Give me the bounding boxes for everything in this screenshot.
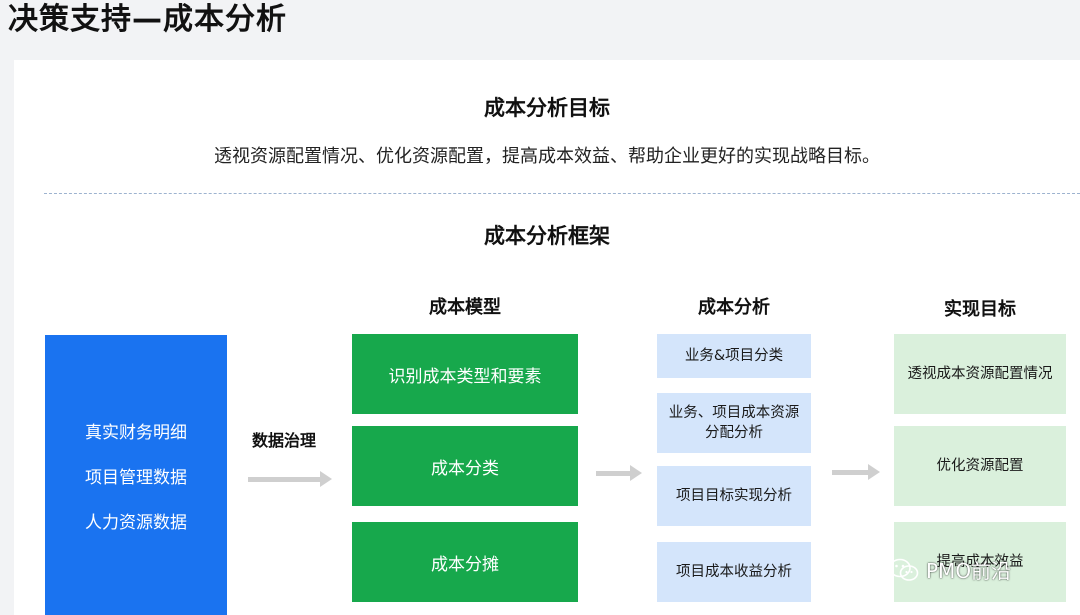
data-sources-box: 真实财务明细 项目管理数据 人力资源数据 [45, 335, 227, 615]
data-source-item: 项目管理数据 [85, 467, 187, 488]
watermark-text: PMO前沿 [926, 559, 1012, 583]
target-item: 透视成本资源配置情况 [894, 334, 1066, 414]
analysis-heading: 成本分析 [698, 297, 770, 318]
content-card: 成本分析目标 透视资源配置情况、优化资源配置，提高成本效益、帮助企业更好的实现战… [14, 60, 1080, 615]
watermark: PMO前沿 [888, 555, 1011, 584]
target-heading: 实现目标 [944, 299, 1016, 320]
goal-title: 成本分析目标 [484, 96, 610, 120]
goal-description: 透视资源配置情况、优化资源配置，提高成本效益、帮助企业更好的实现战略目标。 [214, 146, 880, 167]
target-item: 提高成本效益 [894, 522, 1066, 602]
analysis-item: 业务、项目成本资源分配分析 [657, 393, 811, 453]
data-source-item: 人力资源数据 [85, 512, 187, 533]
data-source-item: 真实财务明细 [85, 422, 187, 443]
governance-label: 数据治理 [252, 431, 317, 450]
page-title: 决策支持—成本分析 [8, 2, 287, 37]
analysis-item: 项目目标实现分析 [657, 466, 811, 526]
analysis-item: 项目成本收益分析 [657, 542, 811, 602]
wechat-icon [889, 558, 919, 581]
target-item: 优化资源配置 [894, 426, 1066, 506]
model-item: 成本分类 [352, 426, 578, 506]
model-item: 成本分摊 [352, 522, 578, 602]
model-heading: 成本模型 [429, 297, 501, 318]
model-item: 识别成本类型和要素 [352, 334, 578, 414]
analysis-item: 业务&项目分类 [657, 334, 811, 378]
dashed-divider [44, 193, 1080, 194]
framework-title: 成本分析框架 [484, 224, 610, 248]
